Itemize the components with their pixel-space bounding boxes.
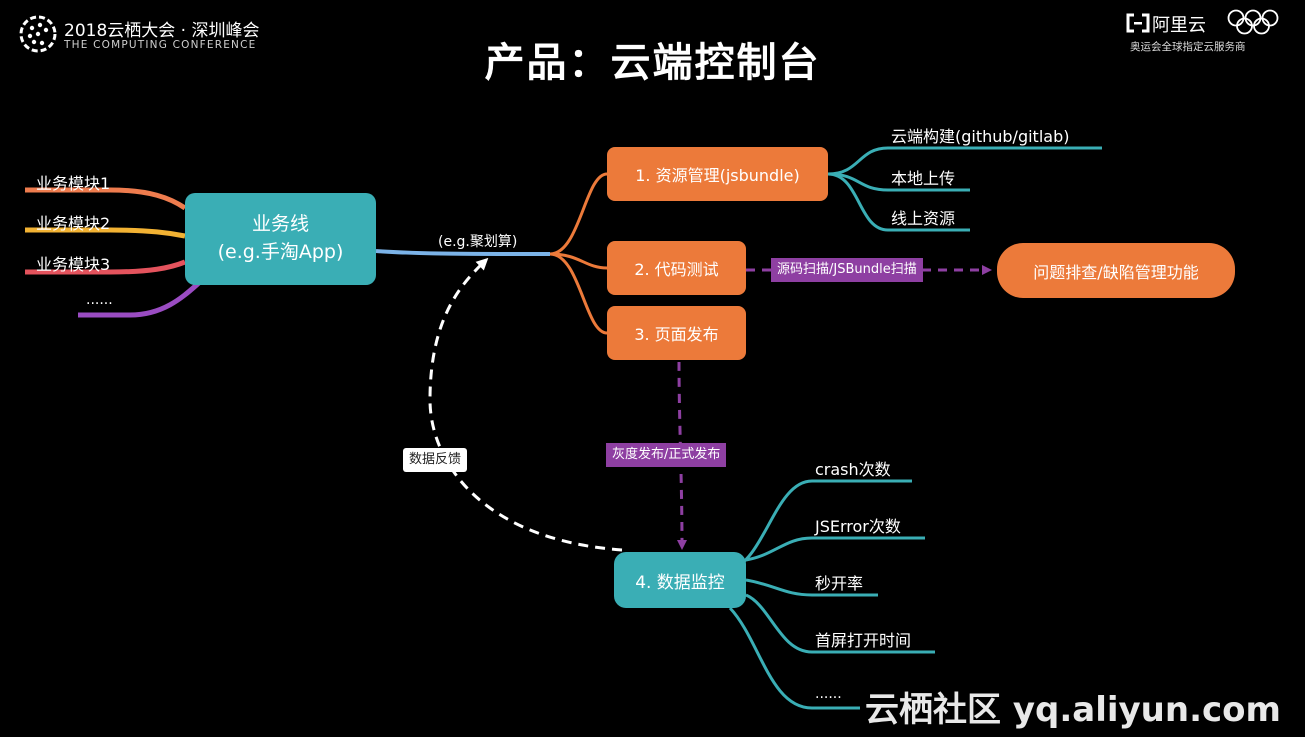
aliyun-logo-icon: [1126, 13, 1150, 33]
feedback-tag: 数据反馈: [403, 448, 468, 472]
business-line-node: 业务线 (e.g.手淘App): [185, 193, 376, 285]
metric-branch-5: [728, 606, 860, 710]
metric-1: crash次数: [815, 460, 891, 479]
olympic-rings-icon: [1227, 9, 1279, 35]
resource-item-3: 线上资源: [891, 209, 956, 228]
metric-2: JSError次数: [815, 517, 901, 536]
release-tag: 灰度发布/正式发布: [606, 443, 727, 467]
module-label-3: 业务模块3: [36, 255, 111, 274]
metric-5: ......: [815, 686, 842, 702]
metric-branch-4: [745, 593, 935, 654]
release-arrow: [676, 361, 687, 550]
business-link: [375, 249, 551, 256]
resource-branch-1: [827, 146, 1102, 176]
step-page-publish: 3. 页面发布: [607, 306, 746, 360]
feedback-arrow: [428, 257, 623, 552]
step-resource-management: 1. 资源管理(jsbundle): [607, 147, 828, 201]
module-label-2: 业务模块2: [36, 214, 111, 233]
watermark: 云栖社区 yq.aliyun.com: [865, 690, 1281, 730]
module-line-4: [78, 280, 202, 318]
metric-3: 秒开率: [815, 574, 864, 593]
metric-branch-2: [745, 536, 925, 562]
metric-branch-3: [745, 578, 878, 597]
module-line-1: [25, 187, 187, 211]
scan-tag: 源码扫描/JSBundle扫描: [771, 258, 923, 282]
link-resource: [549, 172, 608, 256]
step-data-monitoring: 4. 数据监控: [614, 552, 746, 608]
slide-title: 产品：云端控制台: [484, 40, 821, 86]
module-label-1: 业务模块1: [36, 174, 111, 193]
resource-item-2: 本地上传: [891, 169, 956, 188]
step-code-testing: 2. 代码测试: [607, 241, 746, 295]
business-line-example: (e.g.手淘App): [217, 241, 344, 263]
brand-tagline: 奥运会全球指定云服务商: [1130, 41, 1246, 53]
brand-block: 阿里云 奥运会全球指定云服务商: [1126, 9, 1281, 57]
conference-logo: [19, 15, 57, 53]
metric-4: 首屏打开时间: [815, 631, 912, 650]
branch-label: (e.g.聚划算): [438, 234, 518, 250]
conference-title: 2018云栖大会 · 深圳峰会: [64, 21, 260, 41]
brand-name: 阿里云: [1152, 15, 1206, 36]
resource-branch-3: [827, 172, 970, 232]
resource-item-1: 云端构建(github/gitlab): [891, 127, 1070, 146]
issue-management-node: 问题排查/缺陷管理功能: [997, 243, 1235, 298]
business-line-title: 业务线: [251, 213, 309, 236]
module-line-3: [25, 259, 186, 275]
watermark-backdrop: [860, 678, 1300, 730]
module-line-2: [25, 227, 186, 239]
module-label-4: ......: [86, 292, 113, 308]
conference-subtitle: THE COMPUTING CONFERENCE: [64, 39, 257, 51]
link-publish: [549, 252, 608, 335]
